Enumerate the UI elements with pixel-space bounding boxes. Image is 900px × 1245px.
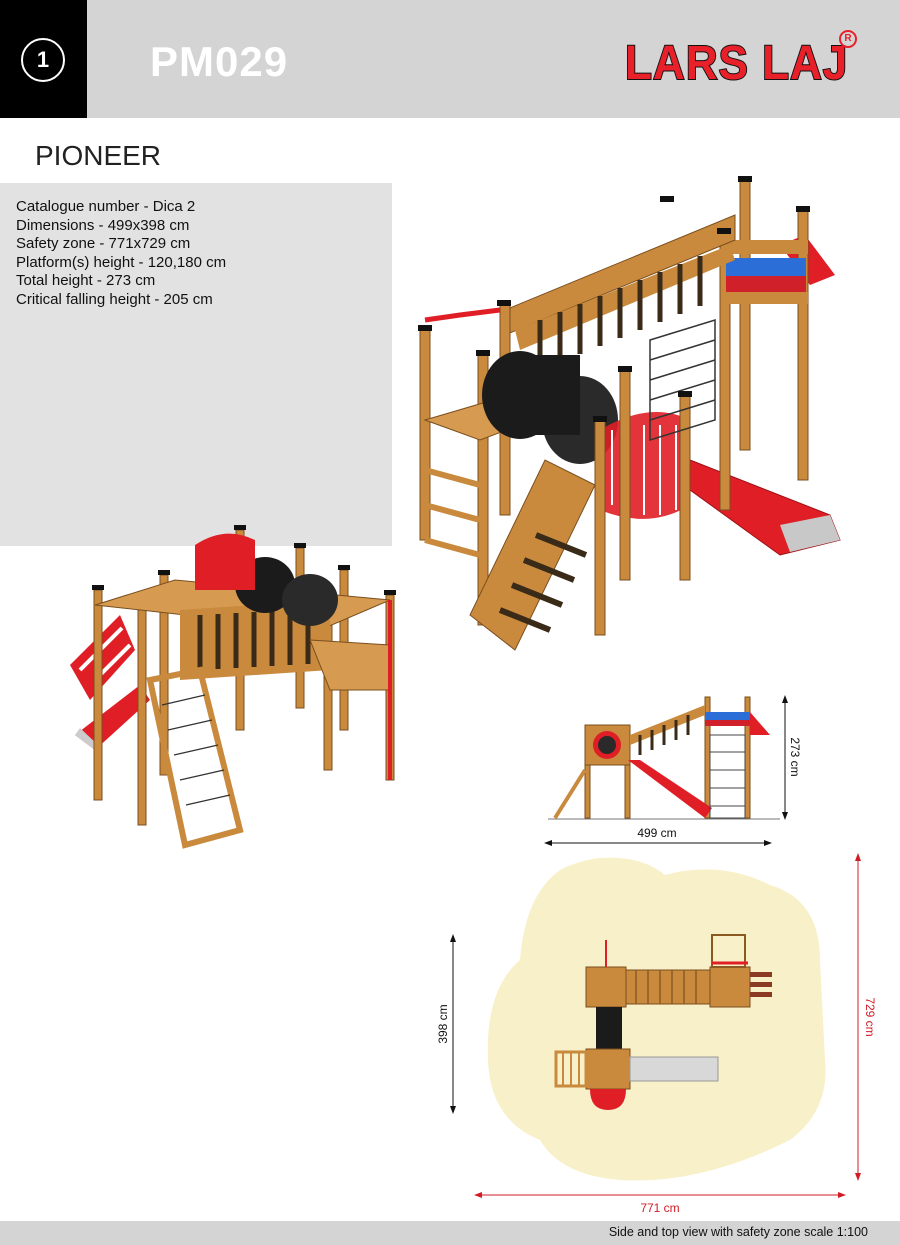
top-view-depth-label: 398 cm xyxy=(436,1004,450,1043)
spec-panel xyxy=(0,183,392,546)
footer-caption: Side and top view with safety zone scale… xyxy=(608,1225,868,1239)
safety-zone xyxy=(487,857,826,1181)
product-title: PIONEER xyxy=(35,140,162,171)
sheet-number: 1 xyxy=(21,38,65,82)
spec-safety-zone: Safety zone - 771x729 cm xyxy=(16,235,191,252)
spec-catalogue-number: Catalogue number - Dica 2 xyxy=(16,198,196,215)
registered-mark-icon: R xyxy=(839,30,857,48)
spec-platform-height: Platform(s) height - 120,180 cm xyxy=(16,253,227,271)
spec-total-height: Total height - 273 cm xyxy=(16,272,156,289)
top-view-zone-height-label: 729 cm xyxy=(863,997,877,1036)
side-view-drawing: 499 cm 273 cm xyxy=(544,695,802,846)
spec-critical-falling-height: Critical falling height - 205 cm xyxy=(16,290,213,308)
side-view-width-label: 499 cm xyxy=(637,826,676,840)
footer-bar xyxy=(0,1221,900,1245)
side-view-height-label: 273 cm xyxy=(788,737,802,776)
top-view-width-label: 771 cm xyxy=(640,1201,679,1215)
main-3d-render xyxy=(418,176,841,651)
top-view-drawing: 398 cm 771 cm 729 cm xyxy=(436,853,877,1215)
sheet-number-box: 1 xyxy=(0,0,87,118)
brand-logo: LARS LAJ xyxy=(624,36,849,91)
secondary-3d-render xyxy=(70,525,396,849)
product-code: PM029 xyxy=(150,38,289,85)
header-bar xyxy=(0,0,900,118)
spec-list: Catalogue number - Dica 2 Dimensions - 4… xyxy=(16,198,226,309)
spec-dimensions: Dimensions - 499x398 cm xyxy=(16,216,190,234)
